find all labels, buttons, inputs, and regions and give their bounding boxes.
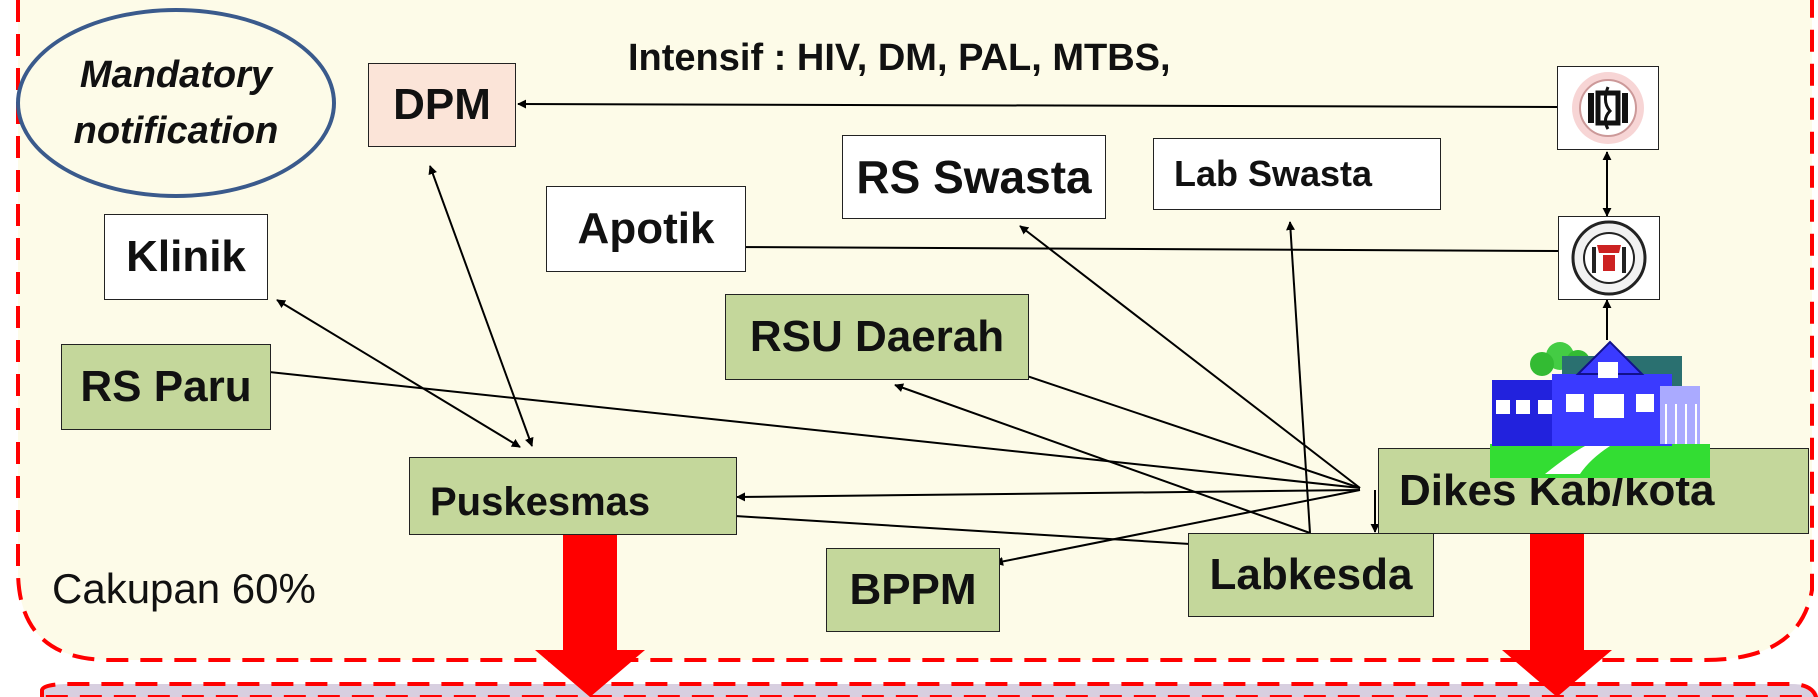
node-rs-paru: RS Paru xyxy=(61,344,271,430)
ellipse-line-1: Mandatory xyxy=(79,54,273,96)
arrow-labkesda-labswasta xyxy=(1286,221,1311,534)
arrow-klinik-puskesmas xyxy=(276,299,521,448)
coverage-label: Cakupan 60% xyxy=(52,565,316,612)
arrow-dikes-bppm xyxy=(994,489,1361,566)
node-rs-swasta: RS Swasta xyxy=(842,135,1106,219)
node-dpm: DPM xyxy=(368,63,516,147)
arrow-iai-apotik xyxy=(724,242,1559,252)
intensive-heading: Intensif : HIV, DM, PAL, MTBS, xyxy=(628,37,1171,79)
node-rsu-daerah: RSU Daerah xyxy=(725,294,1029,380)
house-icon xyxy=(1490,334,1710,478)
arrow-labkesda-rsudaerah xyxy=(894,383,1311,534)
bottom-region-fill xyxy=(40,682,1818,697)
ellipse-line-2: notification xyxy=(73,110,279,152)
node-labkesda: Labkesda xyxy=(1188,533,1434,617)
node-apotik: Apotik xyxy=(546,186,746,272)
big-arrow-left xyxy=(535,530,645,697)
node-lab-swasta: Lab Swasta xyxy=(1153,138,1441,210)
node-bppm: BPPM xyxy=(826,548,1000,632)
node-klinik: Klinik xyxy=(104,214,268,300)
arrow-dikes-rsparu xyxy=(249,366,1361,489)
iai-logo-icon xyxy=(1558,216,1660,300)
idi-logo-icon xyxy=(1557,66,1659,150)
node-puskesmas: Puskesmas xyxy=(409,457,737,535)
mandatory-notification-ellipse: Mandatory notification xyxy=(16,8,336,198)
arrow-idi-dpm xyxy=(517,99,1559,109)
arrow-labkesda-puskesmas xyxy=(702,510,1191,545)
connections xyxy=(249,99,1612,566)
arrow-dikes-rsudaerah xyxy=(1014,370,1361,489)
big-arrow-right xyxy=(1502,530,1612,697)
arrow-dikes-puskesmas xyxy=(736,489,1361,502)
